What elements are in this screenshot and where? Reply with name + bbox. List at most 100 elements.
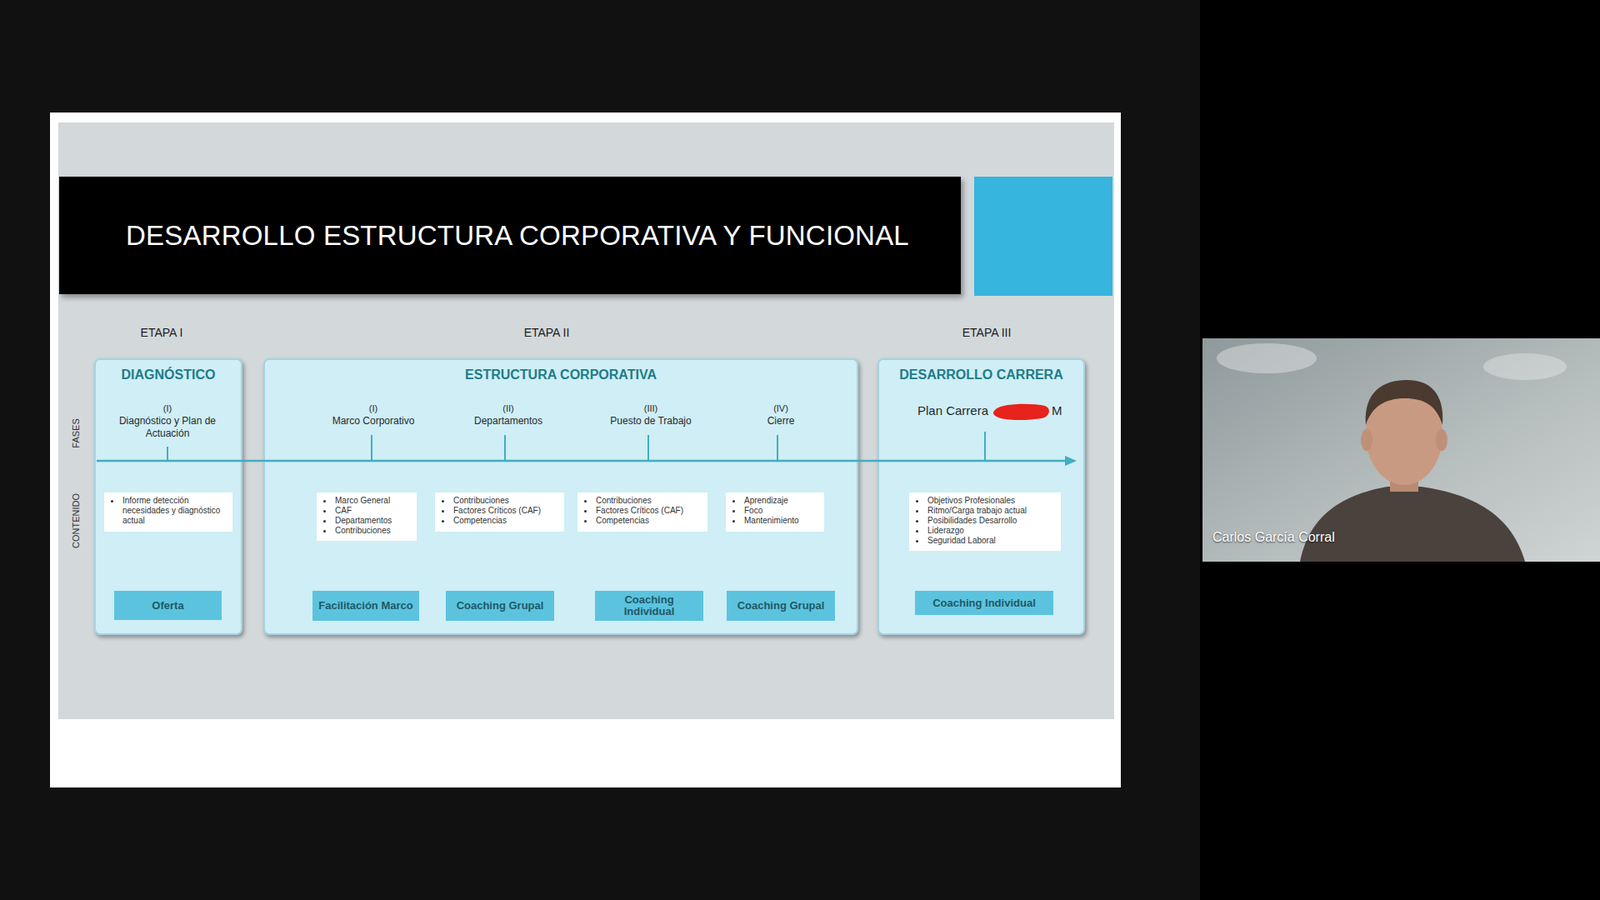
method-button: Coaching Grupal — [726, 590, 835, 621]
bullet-row: Aprendizaje — [732, 495, 818, 506]
bullet-dot — [323, 500, 326, 503]
bullet-text: Contribuciones — [335, 525, 391, 536]
bullet-text: Seguridad Laboral — [927, 535, 996, 546]
bullet-row: Competencias — [441, 515, 558, 526]
bullet-text: Competencias — [453, 515, 507, 526]
bullet-dot — [732, 510, 735, 513]
content-box: Marco GeneralCAFDepartamentosContribucio… — [316, 492, 417, 541]
bullet-dot — [732, 520, 735, 523]
participant-name: Carlos García Corral — [1212, 530, 1335, 545]
phase-label: M — [1051, 403, 1063, 420]
video-light — [1216, 343, 1317, 374]
phase-label: Cierre — [720, 415, 842, 428]
bullet-row: Factores Críticos (CAF) — [441, 505, 558, 516]
button-text: Facilitación Marco — [318, 600, 413, 612]
axis-label: FASES — [70, 418, 83, 448]
button-text: Coaching Individual — [598, 594, 700, 618]
person-hair — [1365, 380, 1444, 425]
axis-label: CONTENIDO — [70, 493, 83, 549]
panel-heading: ESTRUCTURA CORPORATIVA — [265, 360, 857, 383]
phase-label: Marco Corporativo — [313, 415, 435, 428]
content-box: Objetivos ProfesionalesRitmo/Carga traba… — [909, 492, 1061, 551]
bullet-text: Aprendizaje — [744, 495, 789, 506]
bullet-text: CAF — [335, 505, 352, 516]
phase-label: Diagnóstico y Plan de Actuación — [114, 415, 221, 440]
stage-label: ETAPA III — [928, 325, 1045, 341]
timeline-axis — [96, 460, 1067, 463]
slide-panel — [58, 122, 1115, 720]
phase-label: (II) — [487, 403, 530, 415]
content-box: ContribucionesFactores Críticos (CAF)Com… — [435, 492, 565, 532]
method-button: Oferta — [114, 590, 222, 620]
bullet-text: Departamentos — [335, 515, 392, 526]
stage-label: ETAPA II — [488, 325, 605, 341]
bullet-text: Ritmo/Carga trabajo actual — [927, 505, 1027, 516]
bullet-row: Foco — [732, 505, 818, 516]
bullet-text: Foco — [744, 505, 763, 516]
button-text: Coaching Individual — [932, 597, 1036, 610]
bullet-dot — [441, 520, 445, 523]
phase-label: (I) — [146, 403, 189, 415]
bullet-dot — [584, 510, 587, 513]
content-box: ContribucionesFactores Críticos (CAF)Com… — [577, 492, 708, 532]
phase-label: Puesto de Trabajo — [590, 415, 712, 428]
phase-tick — [166, 446, 169, 461]
bullet-text: Informe detección necesidades y diagnóst… — [122, 495, 226, 526]
bullet-row: Informe detección necesidades y diagnóst… — [110, 495, 226, 526]
bullet-text: Objetivos Profesionales — [927, 495, 1015, 506]
bullet-text: Liderazgo — [927, 525, 965, 536]
person-ear — [1435, 429, 1448, 451]
bullet-text: Marco General — [335, 495, 390, 506]
method-button: Facilitación Marco — [312, 590, 420, 621]
phase-label: (III) — [630, 403, 672, 415]
slide-title: DESARROLLO ESTRUCTURA CORPORATIVA Y FUNC… — [125, 220, 910, 252]
method-button: Coaching Grupal — [445, 590, 555, 621]
accent-square — [974, 176, 1113, 296]
button-text: Coaching Grupal — [456, 600, 545, 612]
phase-label: Departamentos — [448, 415, 570, 428]
bullet-text: Competencias — [595, 515, 650, 526]
bullet-dot — [732, 500, 735, 503]
phase-tick — [370, 435, 373, 461]
bullet-row: Contribuciones — [584, 495, 701, 506]
phase-tick — [776, 435, 779, 461]
bullet-row: Competencias — [584, 515, 701, 526]
side-ground — [1200, 0, 1600, 900]
bullet-row: Liderazgo — [915, 525, 1055, 536]
stage-label: ETAPA I — [103, 325, 220, 341]
bullet-dot — [323, 530, 326, 533]
timeline-arrowhead — [1065, 455, 1077, 466]
bullet-dot — [915, 530, 919, 533]
stage-panel: ESTRUCTURA CORPORATIVAMarco GeneralCAFDe… — [263, 358, 859, 635]
bullet-dot — [584, 520, 587, 523]
content-box: Informe detección necesidades y diagnóst… — [104, 492, 233, 532]
panel-heading: DESARROLLO CARRERA — [879, 360, 1084, 383]
bullet-text: Posibilidades Desarrollo — [927, 515, 1017, 526]
bullet-row: Seguridad Laboral — [915, 535, 1055, 546]
bullet-row: Departamentos — [323, 515, 410, 526]
bullet-text: Contribuciones — [595, 495, 652, 506]
phase-tick — [504, 435, 506, 461]
video-ground — [1202, 338, 1600, 562]
bullet-row: Contribuciones — [323, 525, 410, 536]
bullet-row: Mantenimiento — [732, 515, 818, 526]
phase-label: (I) — [352, 403, 395, 415]
button-text: Coaching Grupal — [737, 600, 825, 612]
method-button: Coaching Individual — [915, 590, 1054, 615]
bullet-row: Posibilidades Desarrollo — [915, 515, 1055, 526]
title-bar: DESARROLLO ESTRUCTURA CORPORATIVA Y FUNC… — [59, 176, 961, 295]
button-text: Oferta — [151, 600, 184, 612]
bullet-dot — [915, 540, 919, 543]
bullet-dot — [323, 510, 326, 513]
bullet-text: Contribuciones — [453, 495, 510, 506]
bullet-dot — [584, 500, 587, 503]
bullet-text: Factores Críticos (CAF) — [595, 505, 684, 516]
bullet-row: Factores Críticos (CAF) — [584, 505, 701, 516]
bullet-dot — [915, 500, 919, 503]
bullet-dot — [110, 500, 114, 503]
slide-sheet — [50, 112, 1121, 788]
method-button: Coaching Individual — [595, 590, 704, 621]
